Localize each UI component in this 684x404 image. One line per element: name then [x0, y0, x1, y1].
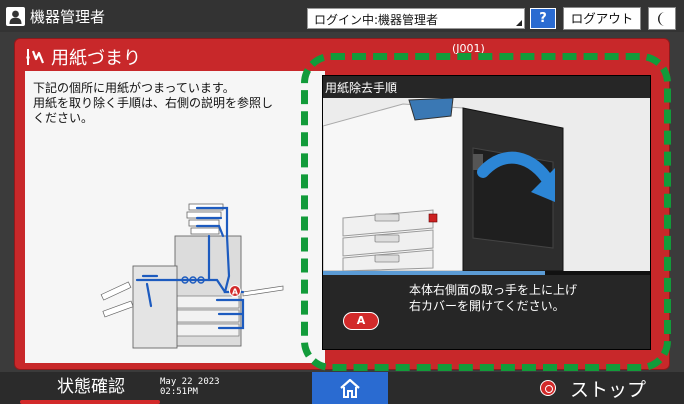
corner-triangle-icon	[516, 20, 522, 26]
moon-icon	[658, 12, 665, 26]
user-area: 機器管理者	[6, 6, 105, 27]
stop-icon	[540, 380, 556, 396]
user-icon	[6, 7, 25, 26]
top-bar: 機器管理者 ログイン中:機器管理者 ? ログアウト	[0, 0, 684, 32]
procedure-marker-a: A	[343, 312, 379, 330]
error-code: (J001)	[452, 42, 485, 55]
procedure-progress-fill	[323, 271, 546, 275]
diagram-marker-a: A	[232, 288, 239, 297]
datetime-display: May 22 2023 02:51PM	[160, 377, 220, 397]
home-icon	[340, 378, 360, 398]
status-check-button[interactable]: 状態確認	[57, 377, 125, 397]
stop-label: ストップ	[570, 378, 647, 401]
jam-description: 下記の個所に用紙がつまっています。 用紙を取り除く手順は、右側の説明を参照し く…	[33, 81, 274, 125]
procedure-illustration	[323, 98, 650, 271]
green-dashed-highlight	[301, 53, 671, 371]
time-text: 02:51PM	[160, 387, 198, 397]
dialog-header: 用紙づまり	[25, 43, 141, 71]
instruction-line-2: 右カバーを開けてください。	[409, 299, 565, 313]
instruction-line-1: 本体右側面の取っ手を上に上げ	[409, 283, 578, 297]
user-name: 機器管理者	[30, 8, 106, 26]
login-status-text: ログイン中:機器管理者	[314, 13, 439, 27]
machine-diagram: A	[100, 203, 284, 349]
stop-button[interactable]: ストップ	[540, 375, 646, 401]
help-button[interactable]: ?	[530, 8, 556, 29]
procedure-title: 用紙除去手順	[325, 81, 398, 95]
procedure-instruction: 本体右側面の取っ手を上に上げ 右カバーを開けてください。	[409, 282, 639, 314]
procedure-progress-bar	[323, 271, 650, 275]
status-alert-indicator	[20, 400, 160, 404]
night-mode-button[interactable]	[648, 7, 676, 30]
home-button[interactable]	[312, 372, 388, 404]
bottom-bar: 状態確認 May 22 2023 02:51PM ストップ	[0, 372, 684, 404]
paper-jam-icon	[26, 49, 45, 65]
dialog-title: 用紙づまり	[51, 48, 141, 69]
removal-procedure-panel: 用紙除去手順	[322, 75, 651, 350]
jam-location-panel: 下記の個所に用紙がつまっています。 用紙を取り除く手順は、右側の説明を参照し く…	[25, 71, 325, 363]
login-status-field[interactable]: ログイン中:機器管理者	[307, 8, 525, 29]
logout-button[interactable]: ログアウト	[563, 7, 641, 30]
date-text: May 22 2023	[160, 377, 220, 387]
